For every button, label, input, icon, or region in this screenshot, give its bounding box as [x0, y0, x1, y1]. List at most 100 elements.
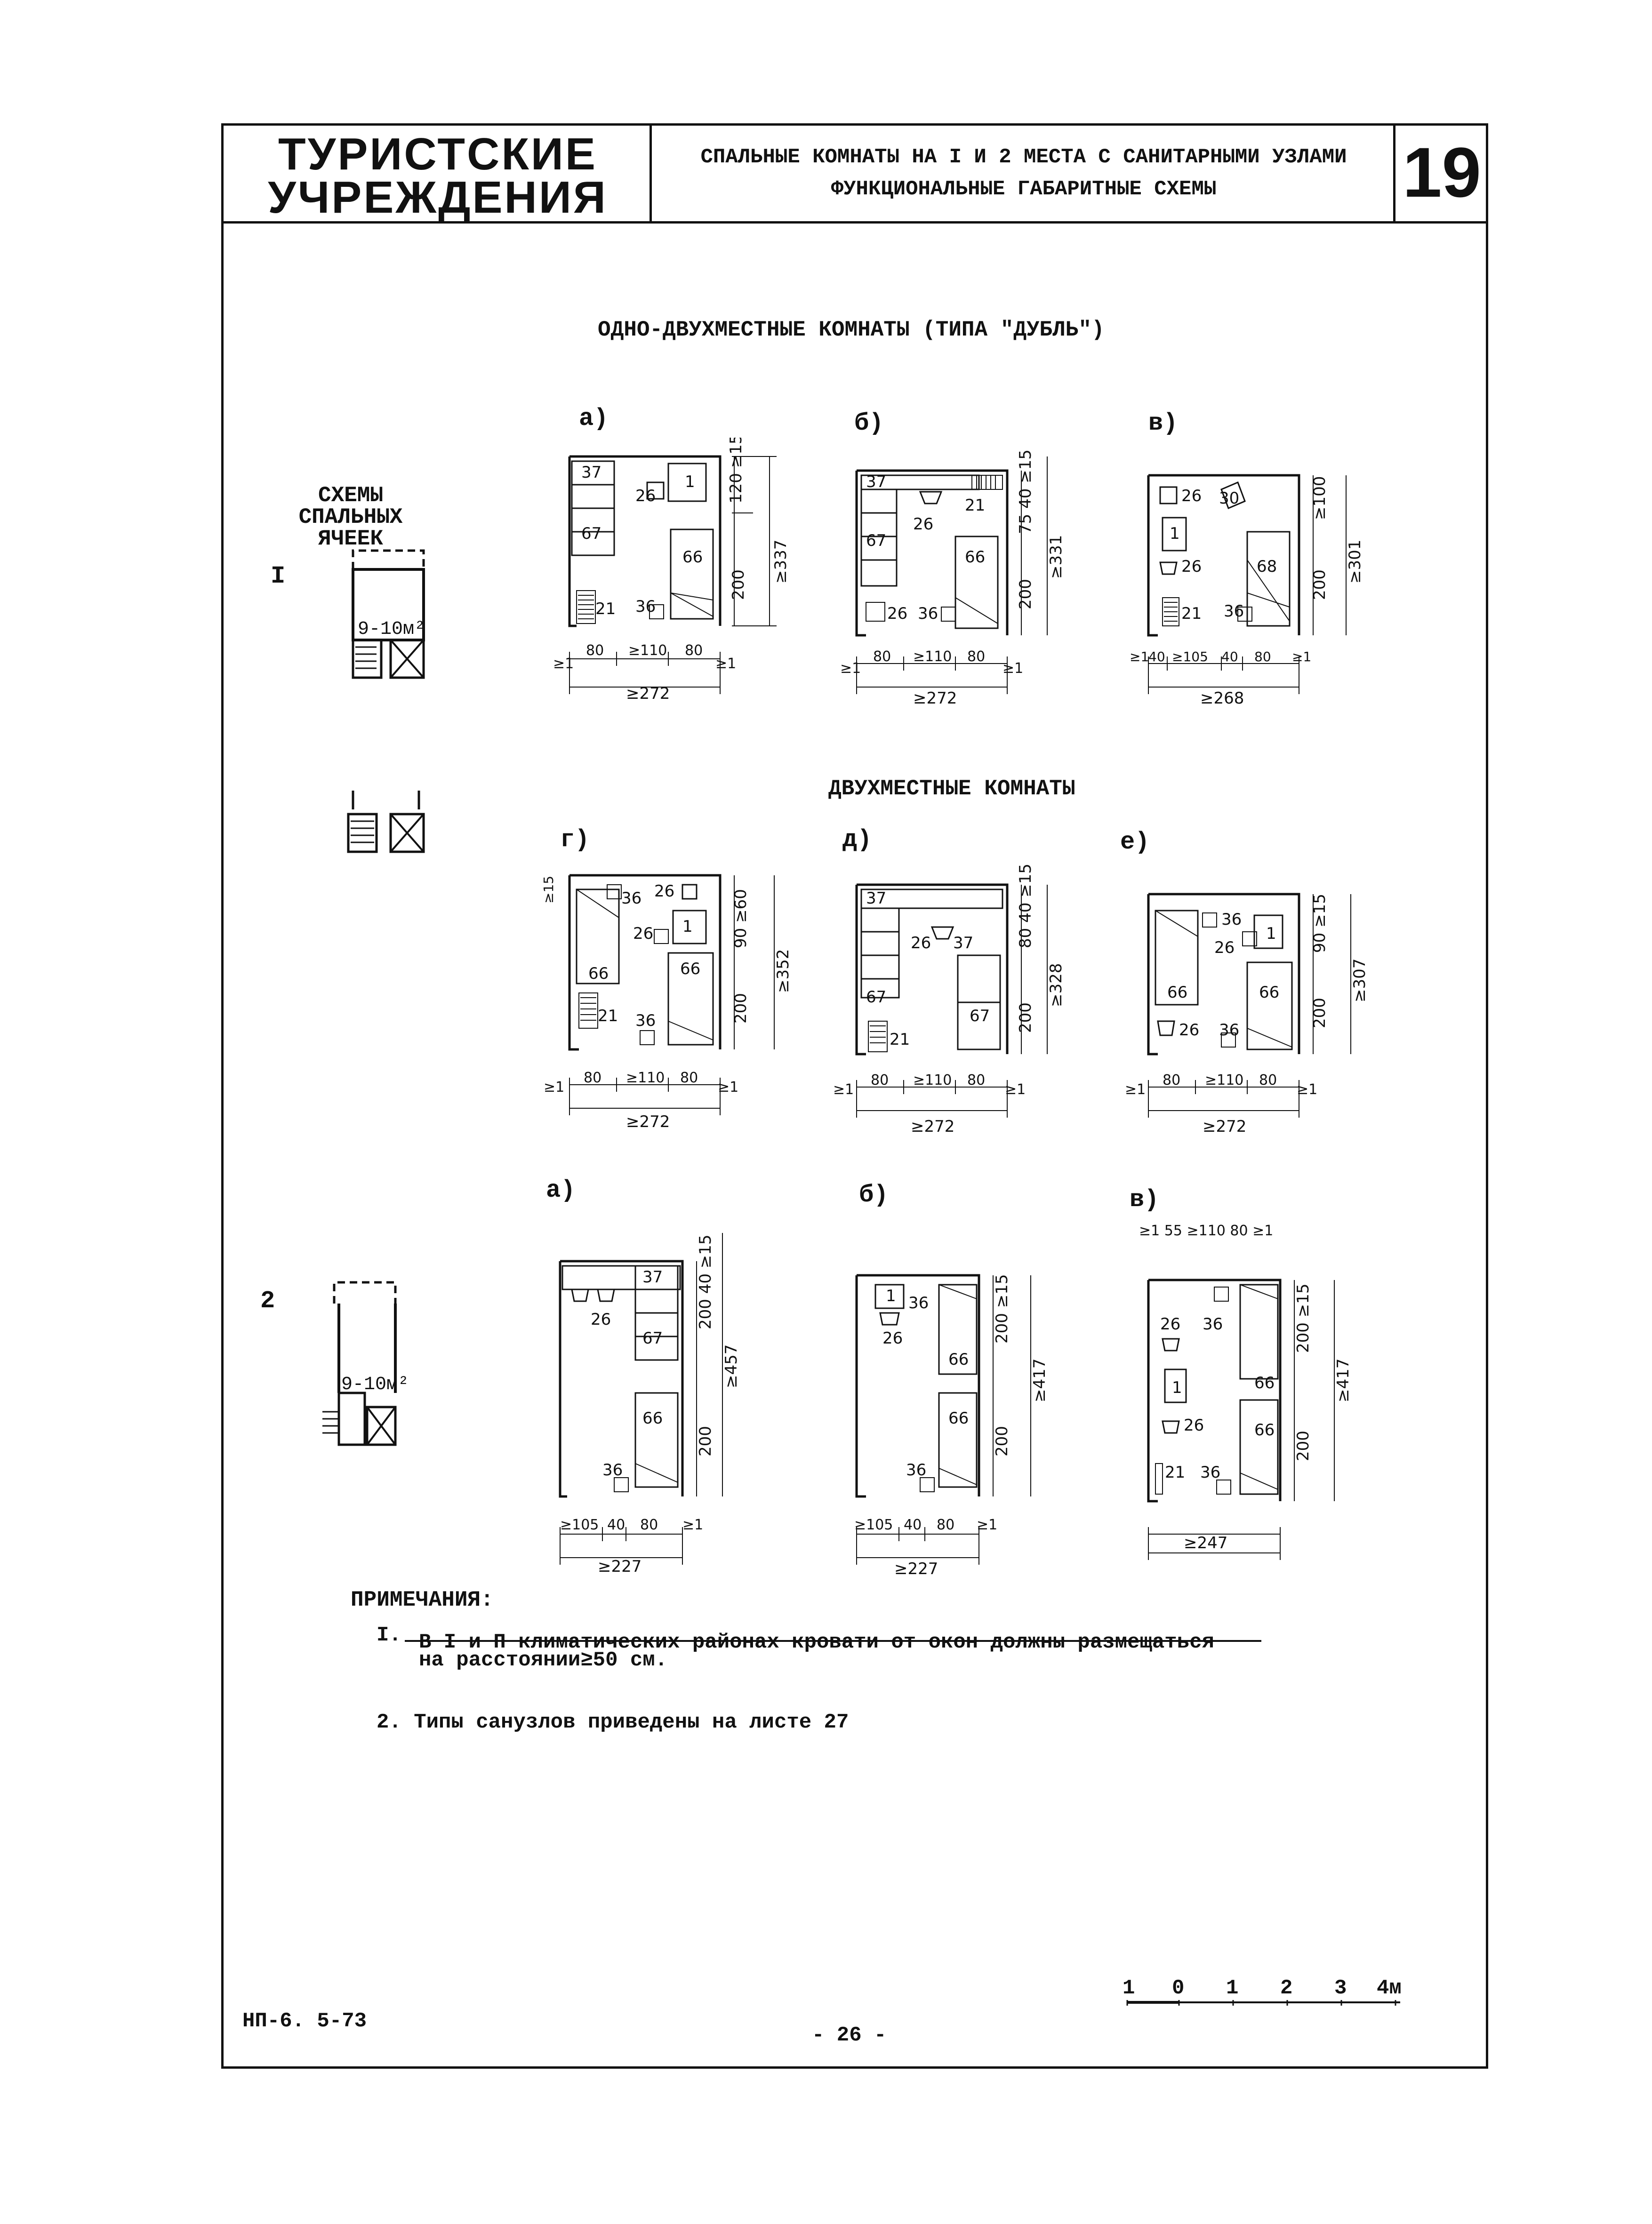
cell-scheme-1-area: 9-10м²	[358, 619, 426, 640]
svg-text:≥1: ≥1	[718, 1079, 738, 1096]
svg-text:≥15: ≥15	[541, 876, 556, 904]
svg-text:80: 80	[586, 642, 604, 659]
svg-text:≥227: ≥227	[598, 1557, 642, 1576]
scale-label-5: 4м	[1377, 1976, 1402, 2000]
svg-text:1: 1	[1266, 924, 1276, 943]
svg-text:200: 200	[696, 1426, 715, 1456]
svg-text:67: 67	[581, 524, 601, 543]
svg-text:200: 200	[1016, 1002, 1035, 1033]
svg-text:26: 26	[633, 924, 653, 943]
svg-text:40: 40	[607, 1517, 625, 1533]
svg-text:200: 200	[1310, 998, 1329, 1028]
svg-text:≥352: ≥352	[774, 949, 793, 993]
header-subtitle-line2: ФУНКЦИОНАЛЬНЫЕ ГАБАРИТНЫЕ СХЕМЫ	[831, 177, 1217, 201]
svg-text:66: 66	[642, 1409, 663, 1428]
svg-text:1: 1	[886, 1287, 896, 1305]
svg-text:≥331: ≥331	[1047, 535, 1066, 579]
svg-text:90 ≥60: 90 ≥60	[731, 889, 750, 948]
svg-text:1: 1	[1172, 1378, 1182, 1397]
section-title-double: ОДНО-ДВУХМЕСТНЫЕ КОМНАТЫ (ТИПА "ДУБЛЬ")	[598, 318, 1105, 342]
svg-text:≥105: ≥105	[1172, 649, 1208, 664]
svg-text:40: 40	[904, 1517, 922, 1533]
svg-text:26: 26	[882, 1329, 903, 1348]
header-bottom-line	[221, 221, 1488, 224]
svg-text:200: 200	[729, 569, 748, 600]
svg-text:≥1: ≥1	[1130, 649, 1149, 664]
svg-text:36: 36	[1219, 1021, 1239, 1040]
svg-text:21: 21	[595, 600, 616, 618]
section-title-two-person: ДВУХМЕСТНЫЕ КОМНАТЫ	[828, 776, 1075, 801]
svg-text:80: 80	[871, 1072, 889, 1088]
svg-text:≥110: ≥110	[626, 1070, 665, 1086]
row-marker-1: I	[271, 562, 286, 590]
svg-text:90 ≥15: 90 ≥15	[1310, 894, 1329, 953]
svg-text:26: 26	[1179, 1021, 1199, 1040]
svg-text:66: 66	[1254, 1374, 1275, 1392]
svg-text:≥110: ≥110	[1205, 1072, 1243, 1088]
svg-text:37: 37	[581, 463, 601, 482]
svg-text:66: 66	[948, 1409, 969, 1428]
svg-text:80: 80	[1163, 1072, 1180, 1088]
cell-schemes-line2: СПАЛЬНЫХ ЯЧЕЕК	[298, 505, 403, 551]
svg-text:66: 66	[965, 548, 985, 567]
svg-text:80: 80	[584, 1070, 601, 1086]
svg-text:75 40 ≥15: 75 40 ≥15	[1016, 449, 1035, 534]
plan-b3-letter: б)	[859, 1181, 889, 1209]
svg-text:≥105: ≥105	[560, 1517, 599, 1533]
svg-text:66: 66	[682, 548, 703, 567]
svg-text:36: 36	[906, 1461, 926, 1480]
svg-text:200: 200	[1294, 1431, 1313, 1461]
svg-text:26: 26	[1184, 1416, 1204, 1435]
svg-text:26: 26	[654, 882, 674, 901]
svg-text:36: 36	[635, 1011, 656, 1030]
svg-text:≥1: ≥1	[977, 1517, 997, 1533]
svg-text:≥1: ≥1	[553, 656, 574, 672]
svg-text:≥1: ≥1	[715, 656, 736, 672]
svg-text:26: 26	[913, 515, 933, 534]
svg-text:≥1: ≥1	[840, 660, 861, 677]
note-1-line2: на расстоянии≥50 см.	[419, 1648, 668, 1672]
svg-text:66: 66	[948, 1350, 969, 1369]
svg-text:80: 80	[685, 642, 703, 659]
svg-text:≥417: ≥417	[1030, 1359, 1049, 1402]
svg-text:26: 26	[911, 934, 931, 952]
svg-text:200: 200	[731, 993, 750, 1024]
svg-text:67: 67	[866, 531, 886, 550]
svg-text:120 ≥15: 120 ≥15	[727, 438, 746, 504]
svg-text:26: 26	[1181, 557, 1202, 576]
svg-text:≥328: ≥328	[1047, 963, 1066, 1007]
scale-bar-graphic	[1126, 2000, 1400, 2006]
cell-scheme-1b	[347, 791, 425, 853]
svg-text:37: 37	[953, 934, 973, 952]
plan-g2-letter: г)	[560, 826, 590, 854]
plan-d2-letter: д)	[842, 826, 872, 854]
svg-text:21: 21	[1165, 1463, 1185, 1482]
svg-text:1: 1	[682, 917, 693, 936]
svg-text:≥272: ≥272	[1203, 1117, 1246, 1136]
svg-text:21: 21	[890, 1030, 910, 1049]
svg-text:21: 21	[1181, 604, 1202, 623]
svg-text:200 ≥15: 200 ≥15	[993, 1274, 1011, 1344]
svg-text:200 40 ≥15: 200 40 ≥15	[696, 1234, 715, 1329]
svg-text:68: 68	[1257, 557, 1277, 576]
plan-a1-letter: а)	[579, 405, 609, 432]
svg-text:1: 1	[685, 472, 695, 491]
svg-text:≥417: ≥417	[1334, 1359, 1353, 1402]
svg-text:36: 36	[635, 597, 656, 616]
svg-text:66: 66	[1167, 983, 1187, 1002]
svg-text:36: 36	[1221, 910, 1242, 929]
svg-text:≥110: ≥110	[628, 642, 667, 659]
note-2: 2. Типы санузлов приведены на листе 27	[377, 1711, 849, 1734]
plan-e2-letter: е)	[1120, 828, 1150, 856]
header-divider-2	[1393, 123, 1395, 223]
svg-text:≥272: ≥272	[911, 1117, 954, 1136]
svg-text:30: 30	[1219, 489, 1239, 508]
svg-text:≥105: ≥105	[854, 1517, 893, 1533]
header-title: ТУРИСТСКИЕ УЧРЕЖДЕНИЯ	[226, 132, 650, 220]
